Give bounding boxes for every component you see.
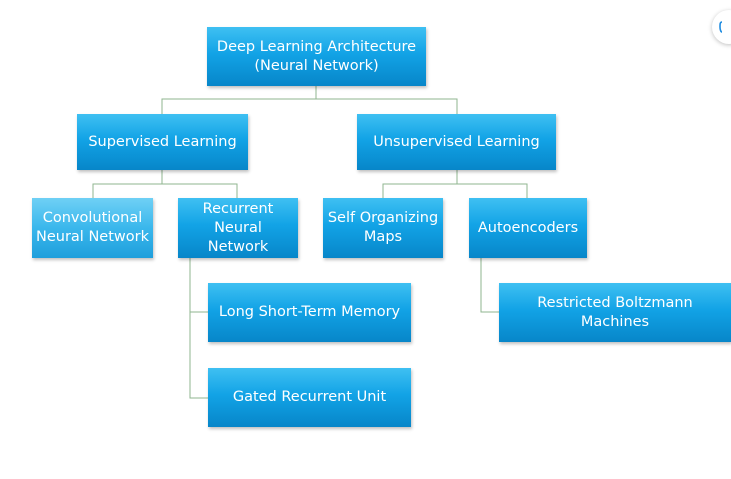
edge-autoencoders-rbm [480,258,499,313]
edge-root-supervised [161,86,317,114]
edge-supervised-cnn [92,170,163,198]
edge-rnn-gru [189,312,208,399]
node-rbm-label: Restricted Boltzmann Machines [537,294,693,330]
partial-circle-glyph [719,21,723,33]
node-rbm: Restricted Boltzmann Machines [499,283,731,342]
node-som: Self Organizing Maps [323,198,443,258]
node-lstm: Long Short-Term Memory [208,283,411,342]
edge-rnn-lstm [189,258,208,313]
edge-unsupervised-som [382,170,458,198]
edge-unsupervised-autoencoders [457,183,528,198]
node-autoencoders: Autoencoders [469,198,587,258]
edge-root-unsupervised [316,98,458,114]
node-lstm-label: Long Short-Term Memory [218,304,401,320]
node-unsupervised-label: Unsupervised Learning [373,133,540,150]
partial-circle-icon[interactable] [712,10,731,44]
node-supervised-label: Supervised Learning [88,133,237,150]
node-gru-label: Gated Recurrent Unit [232,389,387,405]
node-autoencoders-label: Autoencoders [477,219,579,236]
node-rnn-label: Recurrent Neural Network [202,200,274,255]
node-root-label: Deep Learning Architecture (Neural Netwo… [216,38,417,74]
node-supervised: Supervised Learning [77,114,248,170]
node-root: Deep Learning Architecture (Neural Netwo… [207,27,426,86]
node-cnn: Convolutional Neural Network [32,198,153,258]
node-cnn-label: Convolutional Neural Network [36,210,149,245]
node-rnn: Recurrent Neural Network [178,198,298,258]
edge-supervised-rnn [162,183,238,198]
node-som-label: Self Organizing Maps [327,210,439,245]
node-unsupervised: Unsupervised Learning [357,114,556,170]
node-gru: Gated Recurrent Unit [208,368,411,427]
